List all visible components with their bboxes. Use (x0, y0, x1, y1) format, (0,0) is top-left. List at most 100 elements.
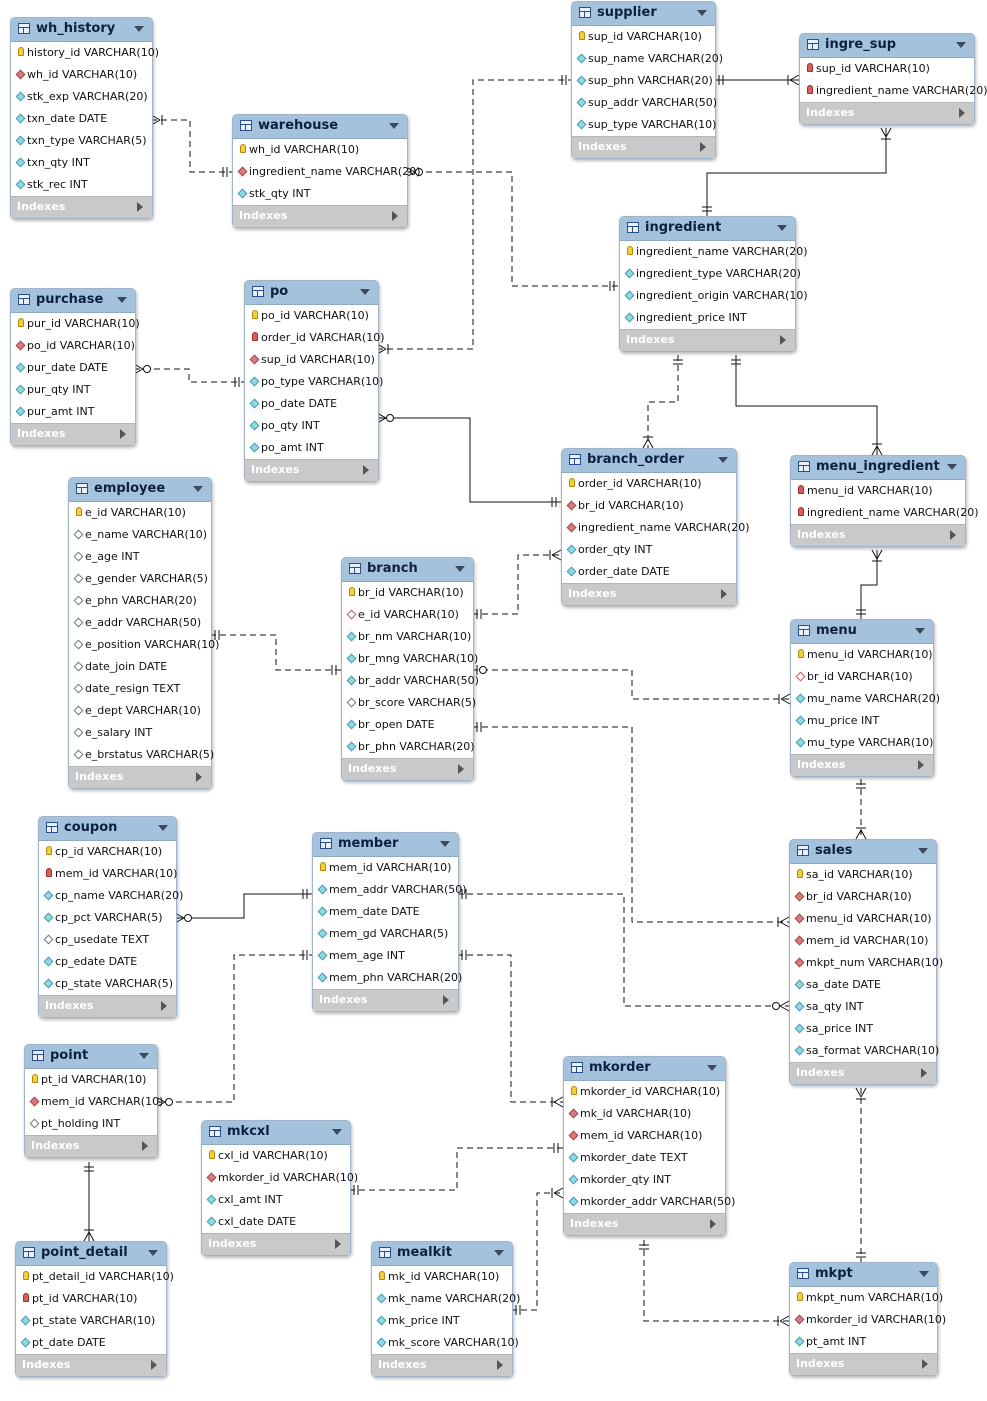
column-row[interactable]: e_phn VARCHAR(20) (69, 590, 211, 612)
relationship-employee-branch[interactable] (210, 630, 341, 675)
column-row[interactable]: date_resign TEXT (69, 678, 211, 700)
relationship-branch-sales[interactable] (472, 722, 790, 928)
indexes-bar[interactable]: Indexes (342, 758, 473, 780)
column-row[interactable]: cxl_id VARCHAR(10) (202, 1145, 350, 1167)
collapse-caret-icon[interactable] (956, 42, 966, 48)
column-row[interactable]: mk_score VARCHAR(10) (372, 1332, 519, 1354)
column-row[interactable]: mem_id VARCHAR(10) (25, 1091, 163, 1113)
indexes-bar[interactable]: Indexes (69, 766, 211, 788)
column-row[interactable]: pur_qty INT (11, 379, 135, 401)
column-row[interactable]: mem_gd VARCHAR(5) (313, 923, 458, 945)
indexes-bar[interactable]: Indexes (16, 1354, 166, 1376)
table-header[interactable]: supplier (572, 2, 715, 26)
table-header[interactable]: mealkit (372, 1242, 512, 1266)
relationship-mealkit-mkorder[interactable] (511, 1187, 564, 1315)
relationship-branch-menu[interactable] (472, 665, 791, 705)
relationship-mkorder-mkpt[interactable] (639, 1240, 790, 1327)
expand-arrow-icon[interactable] (142, 1141, 148, 1151)
column-row[interactable]: pt_id VARCHAR(10) (16, 1288, 166, 1310)
collapse-caret-icon[interactable] (697, 10, 707, 16)
indexes-bar[interactable]: Indexes (564, 1213, 725, 1235)
column-row[interactable]: e_addr VARCHAR(50) (69, 612, 211, 634)
table-header[interactable]: menu_ingredient (791, 456, 965, 480)
relationship-supplier-ingre_sup[interactable] (714, 74, 800, 86)
collapse-caret-icon[interactable] (440, 841, 450, 847)
column-row[interactable]: mkorder_id VARCHAR(10) (202, 1167, 358, 1189)
collapse-caret-icon[interactable] (193, 486, 203, 492)
table-header[interactable]: warehouse (233, 115, 407, 139)
table-header[interactable]: point (25, 1045, 157, 1069)
collapse-caret-icon[interactable] (718, 457, 728, 463)
indexes-bar[interactable]: Indexes (39, 995, 176, 1017)
column-row[interactable]: po_date DATE (245, 393, 378, 415)
column-row[interactable]: mem_age INT (313, 945, 458, 967)
expand-arrow-icon[interactable] (700, 142, 706, 152)
table-header[interactable]: coupon (39, 817, 176, 841)
collapse-caret-icon[interactable] (139, 1053, 149, 1059)
column-row[interactable]: mu_type VARCHAR(10) (791, 732, 933, 754)
column-row[interactable]: sup_id VARCHAR(10) (572, 26, 715, 48)
column-row[interactable]: history_id VARCHAR(10) (11, 42, 159, 64)
indexes-bar[interactable]: Indexes (620, 329, 795, 351)
column-row[interactable]: mk_id VARCHAR(10) (372, 1266, 512, 1288)
column-row[interactable]: mkorder_addr VARCHAR(50) (564, 1191, 735, 1213)
relationship-warehouse-ingredient[interactable] (405, 166, 619, 291)
expand-arrow-icon[interactable] (922, 1359, 928, 1369)
table-header[interactable]: branch_order (562, 449, 736, 473)
indexes-bar[interactable]: Indexes (800, 102, 974, 124)
expand-arrow-icon[interactable] (137, 202, 143, 212)
column-row[interactable]: cp_id VARCHAR(10) (39, 841, 176, 863)
column-row[interactable]: stk_rec INT (11, 174, 152, 196)
column-row[interactable]: cxl_date DATE (202, 1211, 350, 1233)
column-row[interactable]: mem_date DATE (313, 901, 458, 923)
relationship-member-mkorder[interactable] (457, 950, 564, 1108)
column-row[interactable]: txn_date DATE (11, 108, 152, 130)
expand-arrow-icon[interactable] (921, 1068, 927, 1078)
expand-arrow-icon[interactable] (497, 1360, 503, 1370)
column-row[interactable]: br_id VARCHAR(10) (562, 495, 736, 517)
collapse-caret-icon[interactable] (148, 1250, 158, 1256)
indexes-bar[interactable]: Indexes (790, 1062, 936, 1084)
column-row[interactable]: pt_holding INT (25, 1113, 157, 1135)
column-row[interactable]: ingredient_type VARCHAR(20) (620, 263, 801, 285)
expand-arrow-icon[interactable] (392, 211, 398, 221)
relationship-menu_ingredient-menu[interactable] (856, 549, 883, 619)
column-row[interactable]: cp_edate DATE (39, 951, 176, 973)
column-row[interactable]: mkorder_id VARCHAR(10) (564, 1081, 725, 1103)
column-row[interactable]: sup_name VARCHAR(20) (572, 48, 723, 70)
column-row[interactable]: mem_id VARCHAR(10) (564, 1125, 725, 1147)
column-row[interactable]: pur_amt INT (11, 401, 135, 423)
column-row[interactable]: pur_date DATE (11, 357, 135, 379)
expand-arrow-icon[interactable] (959, 108, 965, 118)
column-row[interactable]: e_dept VARCHAR(10) (69, 700, 211, 722)
column-row[interactable]: order_qty INT (562, 539, 736, 561)
column-row[interactable]: e_age INT (69, 546, 211, 568)
indexes-bar[interactable]: Indexes (790, 1353, 937, 1375)
column-row[interactable]: wh_id VARCHAR(10) (233, 139, 407, 161)
column-row[interactable]: sup_id VARCHAR(10) (245, 349, 378, 371)
column-row[interactable]: br_mng VARCHAR(10) (342, 648, 478, 670)
column-row[interactable]: txn_type VARCHAR(5) (11, 130, 152, 152)
indexes-bar[interactable]: Indexes (372, 1354, 512, 1376)
expand-arrow-icon[interactable] (443, 995, 449, 1005)
collapse-caret-icon[interactable] (117, 297, 127, 303)
relationship-ingre_sup-ingredient[interactable] (702, 127, 892, 216)
column-row[interactable]: po_id VARCHAR(10) (11, 335, 135, 357)
column-row[interactable]: mk_price INT (372, 1310, 512, 1332)
indexes-bar[interactable]: Indexes (313, 989, 458, 1011)
column-row[interactable]: br_nm VARCHAR(10) (342, 626, 473, 648)
column-row[interactable]: po_qty INT (245, 415, 378, 437)
table-header[interactable]: menu (791, 620, 933, 644)
expand-arrow-icon[interactable] (918, 760, 924, 770)
